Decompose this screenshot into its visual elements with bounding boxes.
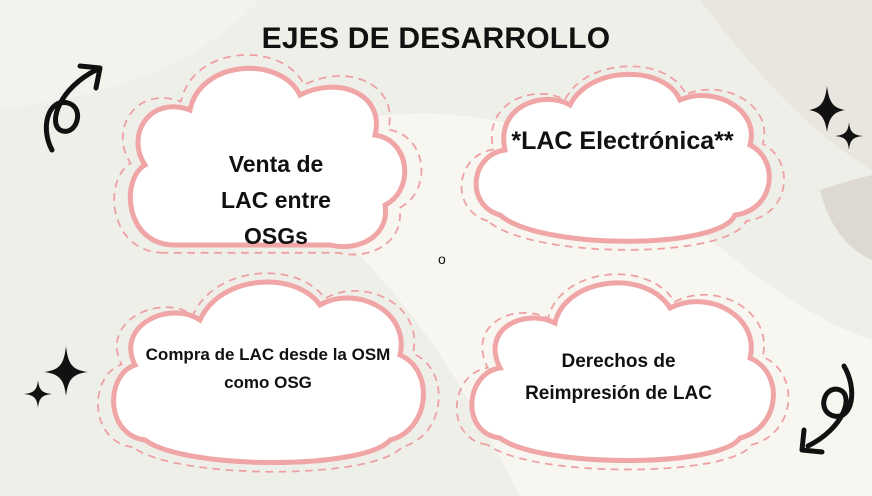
cloud-line: Derechos de — [561, 351, 676, 372]
cloud-shape — [113, 54, 423, 256]
cloud-compra-lac-text: Compra de LAC desde la OSM como OSG — [91, 341, 445, 397]
cloud-line: *LAC Electrónica** — [511, 127, 734, 155]
stray-letter: o — [438, 251, 446, 267]
cloud-shape — [455, 273, 790, 471]
cloud-line: OSGs — [244, 223, 308, 249]
sparkle-icon — [24, 346, 88, 408]
cloud-lac-electronica-text: *LAC Electrónica** — [450, 125, 795, 157]
curly-arrow-icon — [799, 363, 855, 455]
cloud-venta-lac-text: Venta de LAC entre OSGs — [117, 146, 435, 254]
curly-arrow-icon — [43, 63, 103, 153]
cloud-shape — [97, 272, 440, 473]
cloud-line: Reimpresión de LAC — [525, 383, 712, 404]
cloud-line: LAC entre — [221, 187, 331, 213]
page-title: EJES DE DESARROLLO — [261, 22, 611, 55]
sparkle-icon — [809, 86, 863, 150]
cloud-derechos-reimpresion: Derechos de Reimpresión de LAC — [455, 258, 790, 476]
cloud-derechos-reimpresion-text: Derechos de Reimpresión de LAC — [447, 346, 790, 410]
cloud-line: como OSG — [224, 373, 312, 392]
cloud-lac-electronica: *LAC Electrónica** — [450, 45, 795, 255]
cloud-line: Venta de — [228, 151, 324, 177]
cloud-compra-lac: Compra de LAC desde la OSM como OSG — [95, 255, 445, 480]
cloud-shape — [460, 65, 785, 251]
cloud-venta-lac: Venta de LAC entre OSGs — [95, 40, 435, 260]
cloud-line: Compra de LAC desde la OSM — [145, 345, 391, 364]
